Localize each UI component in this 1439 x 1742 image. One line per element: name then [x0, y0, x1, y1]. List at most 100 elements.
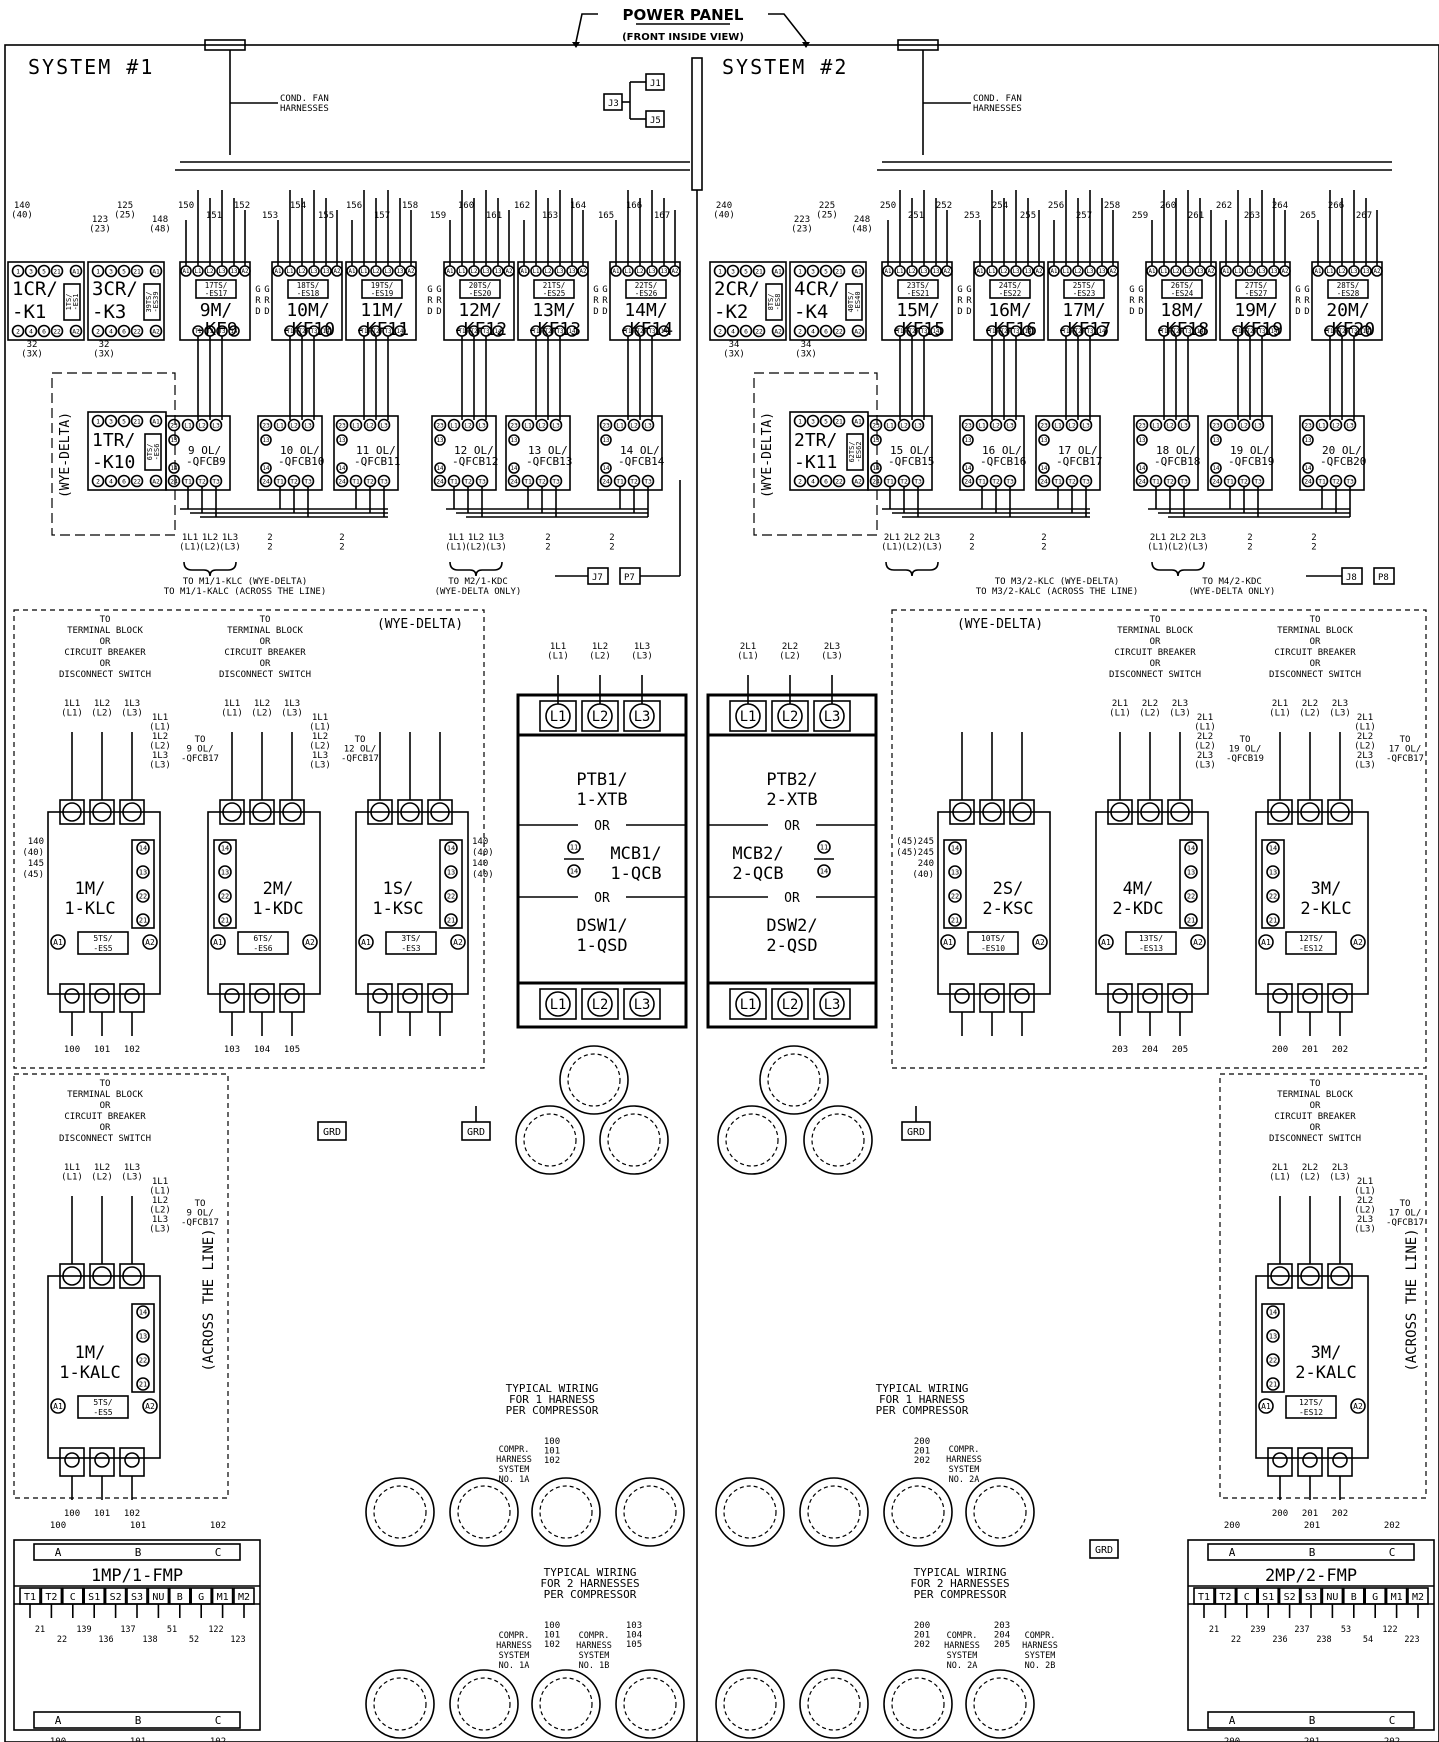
terminal-label: T3: [311, 329, 318, 335]
lug: [952, 802, 972, 822]
harness-label: SYSTEM: [499, 1651, 530, 1661]
wire-label: TO: [1400, 1199, 1411, 1209]
wire-label: (48): [851, 224, 873, 234]
mp-cell: M2: [1412, 1592, 1424, 1603]
ts-label: 12TS/: [1299, 1398, 1323, 1407]
terminal-label: L3: [1087, 269, 1094, 275]
terminal: L1: [613, 418, 627, 432]
terminal: T3: [1177, 474, 1191, 488]
terminal-label: 22: [221, 893, 229, 901]
harness-label: NO. 2B: [1025, 1661, 1056, 1671]
to-label: TERMINAL BLOCK: [1277, 1090, 1353, 1100]
ts-label: -ES28: [1337, 289, 1360, 298]
ts-label: -ES22: [999, 289, 1022, 298]
lug: [124, 988, 140, 1004]
terminal-label: T2: [1068, 478, 1076, 485]
ts-label: 6TS/: [146, 444, 154, 461]
wire-number: 150: [178, 201, 194, 211]
terminal: 14: [434, 462, 446, 474]
terminal: 23: [167, 418, 181, 432]
grd-letter: D: [255, 307, 260, 317]
wye-delta-region-1: [13, 609, 485, 1069]
terminal-label: 14: [965, 466, 972, 472]
terminal-label: L1: [1054, 422, 1062, 429]
terminal: 22: [1184, 889, 1198, 903]
terminal: L2: [542, 265, 554, 277]
lug: [282, 802, 302, 822]
wire-number: 202: [1332, 1045, 1348, 1055]
ts-label: 8TS/: [767, 294, 775, 311]
grd-letter: G: [1295, 285, 1300, 295]
terminal-label: T1: [1152, 478, 1160, 485]
cond-fan-harness-1: COND. FAN HARNESSES: [204, 39, 329, 155]
ts-label: 1TS/: [65, 294, 73, 311]
terminal-label: 1: [718, 268, 722, 275]
starter-tag: 2-KDC: [1112, 899, 1163, 919]
terminal-label: A1: [854, 418, 862, 425]
terminal: 14: [1022, 325, 1034, 337]
terminal-label: 21: [139, 1381, 147, 1389]
terminal: A2: [851, 474, 865, 488]
phase-label: A: [1229, 1714, 1236, 1727]
terminal-label: T2: [1240, 478, 1248, 485]
to-label: TO: [260, 615, 271, 625]
ts-label: 20TS/: [469, 281, 492, 290]
to-label: DISCONNECT SWITCH: [59, 1134, 151, 1144]
terminal-label: 13: [171, 438, 178, 444]
terminal-label: 13: [933, 269, 940, 275]
terminal-label: 24: [1040, 478, 1048, 485]
terminal: 1: [91, 414, 105, 428]
terminal-label: 14: [1041, 466, 1048, 472]
typical-wiring-title: TYPICAL WIRING: [914, 1566, 1007, 1579]
to-motor-label: TO M3/2-KLC (WYE-DELTA): [995, 577, 1120, 587]
terminal-label: T2: [992, 478, 1000, 485]
terminal: L3: [1079, 418, 1093, 432]
wire-label: TO: [195, 1199, 206, 1209]
connector-p7: P7: [619, 567, 641, 585]
terminal: L2: [1237, 418, 1251, 432]
wire-label: 203: [994, 1621, 1010, 1631]
grd-letter: G: [427, 285, 432, 295]
overload-tag: -QFCB14: [618, 455, 665, 468]
terminal: 4: [104, 324, 118, 338]
knockout: [531, 1477, 601, 1547]
wire-label: (L2): [149, 1205, 171, 1215]
terminal: A1: [851, 264, 865, 278]
grd-letter: G: [593, 285, 598, 295]
terminal-label: L1: [989, 269, 996, 275]
grd-label: GRD: [907, 1127, 925, 1138]
svg-text:COND. FAN: COND. FAN: [973, 94, 1022, 104]
terminal-label: L3: [478, 422, 486, 429]
terminal: L3: [641, 418, 655, 432]
terminal: A2: [1205, 265, 1217, 277]
lug: [122, 802, 142, 822]
terminal: 1: [793, 414, 807, 428]
wire-label: (L3): [281, 708, 303, 718]
terminal: 24: [259, 474, 273, 488]
wire-brace: [1151, 561, 1205, 577]
terminal-label: 13: [323, 269, 330, 275]
terminal: 14: [1302, 462, 1314, 474]
knockout: [715, 1477, 785, 1547]
terminal-label: L3: [634, 709, 651, 725]
lug: [1110, 802, 1130, 822]
wire-label: 2: [1041, 533, 1046, 543]
terminal: T1: [1223, 474, 1237, 488]
terminal-label: 21: [1187, 917, 1195, 925]
grd-letter: D: [966, 307, 971, 317]
lug: [1272, 988, 1288, 1004]
terminal: A1: [346, 265, 358, 277]
wire-label: 1L2: [94, 699, 110, 709]
ts-label: 25TS/: [1073, 281, 1096, 290]
terminal: 1: [91, 264, 105, 278]
terminal-label: L1: [1152, 422, 1160, 429]
wire-number: 102: [124, 1509, 140, 1519]
terminal: 2: [11, 324, 25, 338]
wire-number: 203: [1112, 1045, 1128, 1055]
wire-label: 202: [914, 1456, 930, 1466]
mp-cell: M2: [238, 1592, 250, 1603]
